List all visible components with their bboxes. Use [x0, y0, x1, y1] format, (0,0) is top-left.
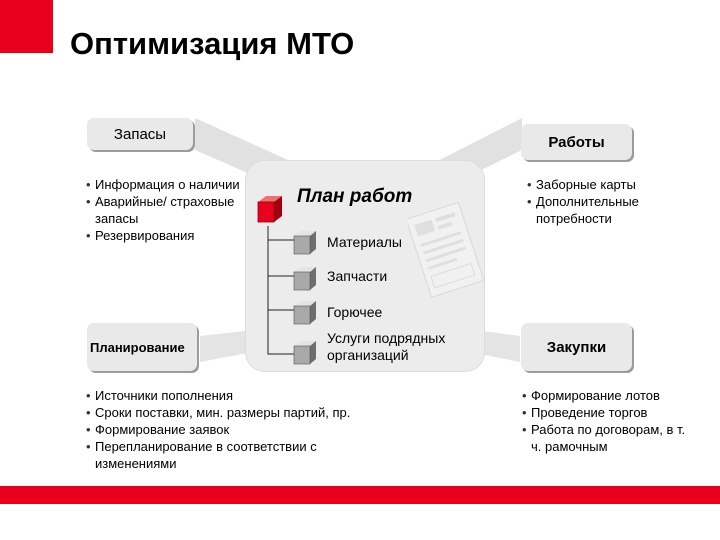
list-item: Работа по договорам, в т. ч. рамочным [522, 421, 692, 455]
planirovanie-bullet-list: Источники пополнения Сроки поставки, мин… [86, 387, 376, 472]
raboty-label: Работы [548, 133, 605, 151]
list-item: Формирование заявок [86, 421, 376, 438]
zakupki-label: Закупки [546, 338, 607, 356]
zapasy-bullet-list: Информация о наличии Аварийные/ страховы… [86, 176, 246, 244]
page-title: Оптимизация МТО [70, 26, 355, 61]
plan-item-uslugi: Услуги подрядных организаций [327, 330, 446, 363]
list-item: Источники пополнения [86, 387, 376, 404]
list-item: Формирование лотов [522, 387, 692, 404]
document-illustration [408, 201, 485, 298]
zapasy-label: Запасы [113, 125, 167, 143]
planirovanie-label: Планирование [90, 339, 185, 355]
raboty-box: Работы [521, 124, 632, 160]
list-item: Резервирования [86, 227, 246, 244]
zakupki-box: Закупки [521, 323, 632, 371]
zapasy-box: Запасы [87, 118, 193, 150]
list-item: Заборные карты [527, 176, 687, 193]
list-item: Сроки поставки, мин. размеры партий, пр. [86, 404, 376, 421]
zakupki-bullet-list: Формирование лотов Проведение торгов Раб… [522, 387, 692, 455]
cube-icon [293, 341, 316, 365]
plan-root-cube-icon [257, 196, 282, 223]
list-item: Аварийные/ страховые запасы [86, 193, 246, 227]
planirovanie-box: Планирование [87, 323, 197, 371]
list-item: Дополнительные потребности [527, 193, 687, 227]
red-corner-square [0, 0, 53, 53]
list-item: Перепланирование в соответствии с измене… [86, 438, 376, 472]
cube-icon [293, 301, 316, 325]
cube-icon [293, 231, 316, 255]
list-item: Проведение торгов [522, 404, 692, 421]
plan-item-materialy: Материалы [327, 234, 402, 250]
plan-item-goryuchee: Горючее [327, 304, 383, 320]
cube-icon [293, 267, 316, 291]
plan-item-zapchasti: Запчасти [327, 268, 388, 284]
plan-title: План работ [297, 186, 413, 207]
raboty-bullet-list: Заборные карты Дополнительные потребност… [527, 176, 687, 227]
bottom-accent-bar [0, 486, 720, 504]
list-item: Информация о наличии [86, 176, 246, 193]
